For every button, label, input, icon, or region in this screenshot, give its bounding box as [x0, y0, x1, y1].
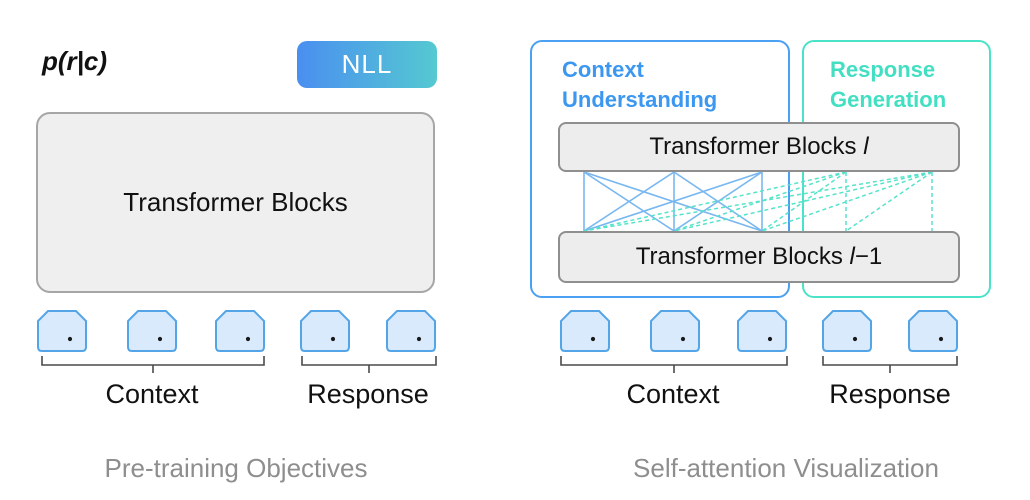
token-box: [560, 310, 610, 352]
token-box: [822, 310, 872, 352]
transformer-blocks-box: Transformer Blocks: [36, 112, 435, 293]
response-generation-label: Response Generation: [830, 57, 947, 112]
token-box: [127, 310, 177, 352]
token-icon: [737, 310, 787, 352]
context-group-label: Context: [105, 379, 199, 409]
response-bracket: [822, 356, 958, 373]
context-attention-lines: [583, 172, 763, 231]
right-panel-caption: Self-attention Visualization: [633, 453, 939, 483]
token-icon: [560, 310, 610, 352]
transformer-blocks-label: Transformer Blocks: [123, 187, 348, 217]
transformer-blocks-l-minus-1-box: Transformer Blocks l−1: [558, 231, 960, 283]
transformer-blocks-l-box: Transformer Blocks l: [558, 122, 960, 172]
nll-badge: NLL: [297, 41, 437, 88]
response-attention-lines: [583, 172, 933, 231]
token-box: [300, 310, 350, 352]
context-bracket: [41, 356, 265, 373]
response-group-label: Response: [829, 379, 951, 409]
context-bracket: [560, 356, 788, 373]
token-icon: [300, 310, 350, 352]
transformer-blocks-l-minus-1-label: Transformer Blocks l−1: [635, 243, 883, 270]
context-group-label: Context: [626, 379, 720, 409]
token-icon: [127, 310, 177, 352]
token-box: [908, 310, 958, 352]
token-box: [386, 310, 436, 352]
response-group-label: Response: [307, 379, 429, 409]
probability-formula: p(r|c): [42, 46, 108, 76]
nll-badge-label: NLL: [341, 49, 393, 79]
transformer-blocks-l-label: Transformer Blocks l: [649, 133, 869, 160]
token-icon: [908, 310, 958, 352]
response-bracket: [301, 356, 437, 373]
token-box: [37, 310, 87, 352]
token-box: [737, 310, 787, 352]
token-icon: [386, 310, 436, 352]
token-box: [215, 310, 265, 352]
attention-lines: [583, 172, 933, 231]
token-icon: [650, 310, 700, 352]
token-box: [650, 310, 700, 352]
token-icon: [37, 310, 87, 352]
token-icon: [822, 310, 872, 352]
token-icon: [215, 310, 265, 352]
context-understanding-label: Context Understanding: [562, 57, 718, 112]
left-panel-caption: Pre-training Objectives: [104, 453, 368, 483]
